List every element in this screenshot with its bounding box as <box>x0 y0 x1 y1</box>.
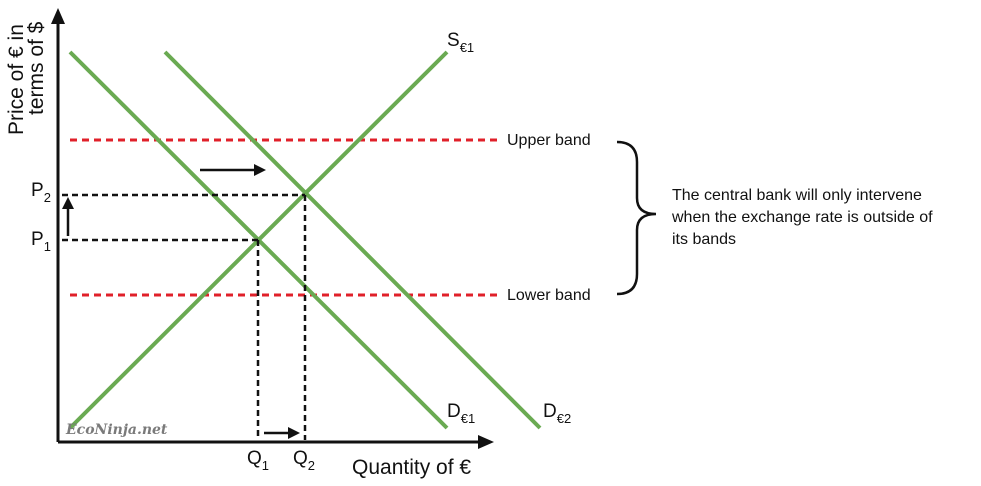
demand-shift-arrowhead <box>254 164 266 176</box>
bands: Upper band Lower band <box>70 132 591 304</box>
axes <box>51 8 494 449</box>
q1-label: Q1 <box>247 448 269 473</box>
note-line-2: when the exchange rate is outside of <box>671 209 933 226</box>
y-axis-arrowhead <box>51 8 65 24</box>
q2-label: Q2 <box>293 448 315 473</box>
demand-1-label: D€1 <box>447 401 475 426</box>
p2-label: P2 <box>31 180 51 205</box>
shift-arrows <box>62 164 300 439</box>
x-axis-label: Quantity of € <box>352 456 471 479</box>
guides <box>62 193 307 440</box>
x-axis-arrowhead <box>478 435 494 449</box>
demand-curve-2 <box>163 50 542 430</box>
bands-brace <box>616 140 657 296</box>
supply-label: S€1 <box>447 30 474 55</box>
y-axis-label-line2: terms of $ <box>25 21 48 115</box>
note-line-3: its bands <box>672 231 736 248</box>
quantity-rise-arrowhead <box>288 427 300 439</box>
watermark: EcoNinja.net <box>65 422 168 438</box>
upper-band-label: Upper band <box>507 132 591 149</box>
y-axis-label-line1: Price of € in <box>5 24 28 135</box>
p1-label: P1 <box>31 229 51 254</box>
demand-2-label: D€2 <box>543 401 571 426</box>
note-line-1: The central bank will only intervene <box>672 187 922 204</box>
price-rise-arrowhead <box>62 197 74 209</box>
lower-band-label: Lower band <box>507 287 591 304</box>
